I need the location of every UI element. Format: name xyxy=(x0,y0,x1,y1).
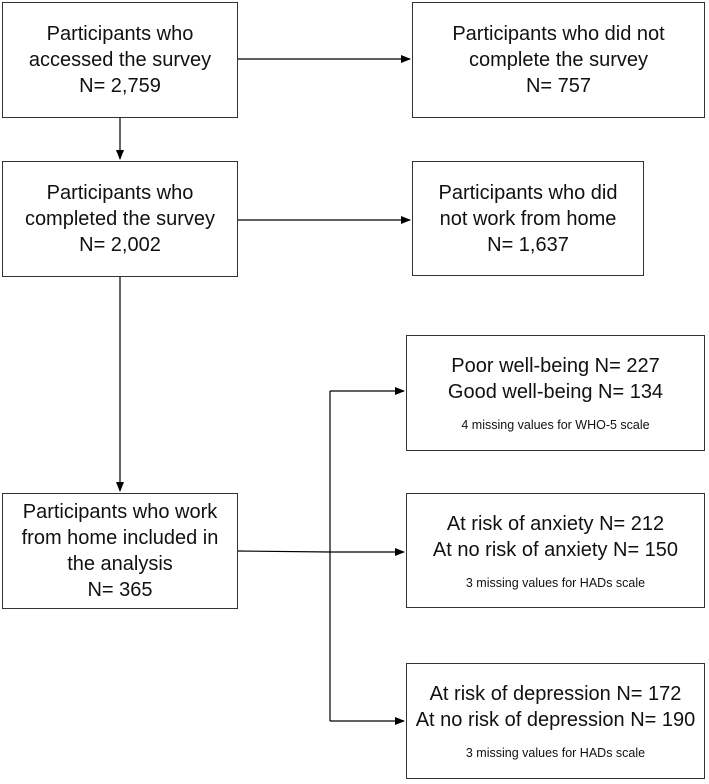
box-count: N= 2,002 xyxy=(79,234,161,256)
box-text: accessed the survey xyxy=(28,49,212,71)
depression-at-risk: At risk of depression N= 172 xyxy=(429,683,682,705)
anxiety-at-risk: At risk of anxiety N= 212 xyxy=(446,512,665,535)
box-work-from-home-included: Participants who work from home included… xyxy=(2,493,238,609)
box-text: Participants who work xyxy=(22,501,218,523)
box-text: from home included in xyxy=(21,527,219,549)
box-text: not work from home xyxy=(439,207,617,230)
wellbeing-poor: Poor well-being N= 227 xyxy=(451,355,660,377)
box-completed-survey: Participants who completed the survey N=… xyxy=(2,161,238,277)
box-text: complete the survey xyxy=(469,49,648,71)
line-wfh-to-branch xyxy=(237,550,331,553)
box-text: Participants who xyxy=(46,182,194,204)
missing-values-note: 4 missing values for WHO-5 scale xyxy=(461,418,650,432)
box-text: Participants who did xyxy=(438,181,618,204)
box-anxiety: At risk of anxiety N= 212 At no risk of … xyxy=(406,493,705,608)
box-text: the analysis xyxy=(67,553,173,575)
wellbeing-good: Good well-being N= 134 xyxy=(447,381,664,403)
box-depression: At risk of depression N= 172 At no risk … xyxy=(406,663,705,779)
box-did-not-work-from-home: Participants who did not work from home … xyxy=(412,161,644,276)
box-text: Participants who xyxy=(46,23,194,45)
box-wellbeing: Poor well-being N= 227 Good well-being N… xyxy=(406,335,705,451)
box-text: Participants who did not xyxy=(452,23,665,45)
depression-no-risk: At no risk of depression N= 190 xyxy=(415,709,696,731)
box-count: N= 757 xyxy=(525,75,592,97)
box-text: completed the survey xyxy=(24,208,216,230)
box-did-not-complete: Participants who did not complete the su… xyxy=(412,2,705,118)
box-accessed-survey: Participants who accessed the survey N= … xyxy=(2,2,238,118)
box-count: N= 365 xyxy=(87,579,153,601)
box-count: N= 2,759 xyxy=(79,75,161,97)
missing-values-note: 3 missing values for HADs scale xyxy=(465,746,646,760)
anxiety-no-risk: At no risk of anxiety N= 150 xyxy=(432,538,679,561)
box-count: N= 1,637 xyxy=(487,233,569,256)
missing-values-note: 3 missing values for HADs scale xyxy=(465,575,646,590)
